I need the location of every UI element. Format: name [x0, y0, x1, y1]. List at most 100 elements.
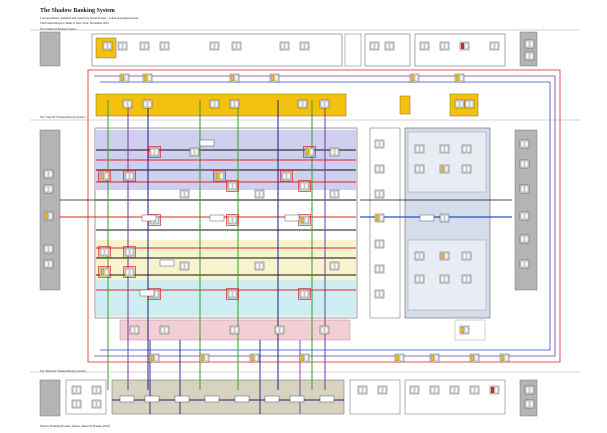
internal-box-2 — [209, 214, 225, 222]
internal-plain-node-3-frame — [179, 261, 190, 271]
internal-node-3-box-b — [129, 248, 134, 256]
lower-node-1-box-a — [200, 354, 205, 362]
traditional-node-2-box-a — [140, 42, 145, 50]
internal-plain-node-4-frame — [254, 261, 265, 271]
right-column-node-1-box-b — [524, 160, 529, 168]
right-panel-node-10-frame — [439, 274, 450, 284]
traditional-node-11-box-a — [440, 42, 445, 50]
internal-node-8-box-b — [309, 148, 314, 156]
middle-side-node-4-box-a — [375, 240, 380, 248]
external-node-11-box-b — [529, 386, 534, 394]
right-panel-node-3-box-b — [419, 165, 424, 173]
traditional-node-11-frame — [439, 41, 450, 51]
internal-node-4-box-a — [215, 172, 220, 180]
traditional-node-9-box-b — [389, 42, 394, 50]
internal-node-0-highlight — [98, 170, 111, 182]
internal-node-17-frame — [124, 267, 135, 277]
right-panel-node-5-box-a — [462, 165, 467, 173]
traditional-node-7-box-a — [300, 42, 305, 50]
traditional-node-11-box-b — [444, 42, 449, 50]
internal-node-14-box-b — [232, 290, 237, 298]
lower-node-3-frame — [299, 353, 310, 363]
pink-band-node-2-box-b — [234, 326, 239, 334]
upper-node-0-frame — [119, 73, 130, 83]
right-column-node-4-frame — [519, 234, 530, 244]
internal-node-2-frame — [99, 247, 110, 257]
internal-plain-node-0-box-a — [180, 190, 185, 198]
external-node-12-box-a — [525, 400, 530, 408]
lower-node-5-box-b — [434, 354, 439, 362]
external-node-8-box-a — [450, 386, 455, 394]
external-node-2-box-b — [96, 386, 101, 394]
internal-node-15-frame — [299, 289, 310, 299]
external-node-4-box-b — [362, 386, 367, 394]
row-label-traditional: The Traditional Banking System — [40, 28, 77, 31]
left-column-node-1-frame — [43, 184, 54, 194]
pink-band-node-0-frame — [129, 325, 140, 335]
upper-node-0-box-b — [124, 74, 129, 82]
diagram-footer: Shadow Banking (Pozsar, Adrian, Ashcraft… — [40, 424, 110, 428]
middle-side-node-6-frame — [374, 289, 385, 299]
internal-node-15-box-b — [304, 290, 309, 298]
internal-node-3-highlight — [123, 246, 136, 258]
traditional-node-4-box-a — [210, 42, 215, 50]
pink-side-block — [454, 319, 486, 341]
lower-node-6-box-a — [470, 354, 475, 362]
traditional-node-1-box-a — [118, 42, 123, 50]
internal-node-5-frame — [227, 181, 238, 191]
traditional-node-13-box-a — [490, 42, 495, 50]
lower-node-6-box-b — [474, 354, 479, 362]
traditional-node-6-box-a — [280, 42, 285, 50]
external-tan-box-7 — [319, 395, 335, 403]
traditional-node-5-frame — [231, 41, 242, 51]
lower-node-7-box-a — [500, 354, 505, 362]
right-column-node-0-box-a — [520, 140, 525, 148]
external-node-1-frame — [71, 399, 82, 409]
diagram-title: The Shadow Banking System — [40, 8, 115, 14]
internal-box-0 — [199, 139, 215, 147]
traditional-node-10-box-b — [424, 42, 429, 50]
right-column-node-2-frame — [519, 184, 530, 194]
right-panel-node-7-box-a — [440, 252, 445, 260]
middle-side-node-1-box-b — [379, 165, 384, 173]
traditional-node-0-box-a — [103, 42, 108, 50]
traditional-right-node-0-frame — [524, 39, 535, 49]
internal-node-2-box-b — [104, 248, 109, 256]
middle-side-node-0-box-a — [375, 140, 380, 148]
external-node-0-box-a — [72, 386, 77, 394]
upper-node-2-box-b — [234, 74, 239, 82]
lower-node-1-box-b — [204, 354, 209, 362]
traditional-node-8-box-a — [370, 42, 375, 50]
internal-plain-node-2-box-b — [334, 190, 339, 198]
internal-plain-node-4-box-b — [259, 262, 264, 270]
internal-node-3-box-a — [125, 248, 130, 256]
right-panel-node-2-box-a — [462, 145, 467, 153]
gold-small-right — [399, 95, 411, 115]
pink-band-node-2-box-a — [230, 326, 235, 334]
upper-node-4-box-a — [410, 74, 415, 82]
gold-bar-node-1-frame — [142, 99, 153, 109]
external-node-2-box-a — [92, 386, 97, 394]
gold-bar-node-3-box-a — [230, 100, 235, 108]
internal-node-11-box-a — [228, 216, 233, 224]
gold-bar-node-7-box-b — [469, 100, 474, 108]
internal-node-2-highlight — [98, 246, 111, 258]
right-panel-node-10-box-a — [440, 275, 445, 283]
lower-node-7-frame — [499, 353, 510, 363]
internal-plain-node-4-box-a — [255, 262, 260, 270]
internal-node-1-frame — [124, 171, 135, 181]
middle-side-node-4-frame — [374, 239, 385, 249]
left-column-node-4-box-a — [44, 260, 49, 268]
internal-node-17-box-a — [125, 268, 130, 276]
left-column-node-0-box-b — [48, 170, 53, 178]
external-node-2-frame — [91, 385, 102, 395]
traditional-right-node-1-box-b — [529, 52, 534, 60]
internal-node-0-frame — [99, 171, 110, 181]
upper-node-5-box-b — [459, 74, 464, 82]
traditional-right-node-0-box-a — [525, 40, 530, 48]
right-panel-node-8-box-b — [466, 252, 471, 260]
right-panel-node-3-frame — [414, 164, 425, 174]
external-node-7-frame — [429, 385, 440, 395]
